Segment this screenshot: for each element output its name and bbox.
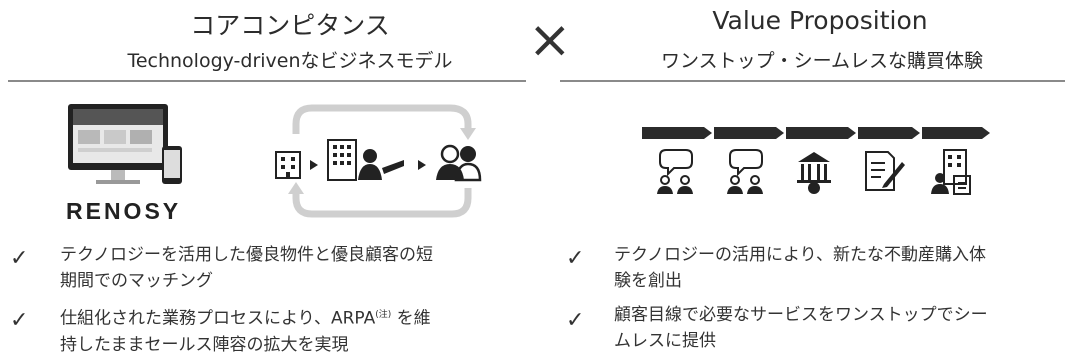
right-title: Value Proposition — [712, 6, 928, 35]
office-handshake-icon — [327, 139, 404, 181]
left-bullet-2: 仕組化された業務プロセスにより、ARPA(注) を維 持したままセールス陣容の拡… — [60, 302, 530, 358]
right-bullet-2-line1: 顧客目線で必要なサービスをワンストップでシー — [614, 305, 988, 325]
renosy-logo: RENOSY — [66, 198, 182, 224]
left-title: コアコンピタンス — [190, 11, 390, 40]
left-bullet-2-line2: 持したままセールス陣容の拡大を実現 — [60, 334, 349, 355]
right-bullet-1-line1: テクノロジーの活用により、新たな不動産購入体 — [614, 245, 986, 265]
left-subtitle: Technology-drivenなビジネスモデル — [127, 50, 453, 72]
consult-icon — [727, 149, 763, 194]
check-mark-icon: ✓ — [566, 246, 585, 271]
contract-icon — [865, 151, 905, 191]
apartment-icon — [931, 149, 971, 195]
right-subtitle: ワンストップ・シームレスな購買体験 — [660, 50, 984, 72]
process-arrow-bar — [642, 127, 990, 139]
cross-separator: × — [528, 10, 572, 70]
monitor-phone-icon — [68, 104, 182, 184]
footnote-marker: (注) — [375, 310, 392, 320]
arrow-right-icon — [418, 160, 426, 170]
left-divider — [8, 80, 526, 82]
right-bullet-2-line2: ムレスに提供 — [614, 331, 716, 351]
right-divider — [560, 80, 1065, 82]
arrow-right-icon — [310, 160, 318, 170]
left-bullet-2-line1-end: を維 — [396, 308, 431, 329]
bank-icon — [797, 152, 831, 194]
building-icon — [275, 151, 301, 179]
check-mark-icon: ✓ — [10, 308, 29, 333]
left-bullet-2-line1-text: 仕組化された業務プロセスにより、ARPA — [60, 308, 376, 329]
left-bullet-1: テクノロジーを活用した優良物件と優良顧客の短 期間でのマッチング — [60, 242, 530, 294]
left-bullet-2-line1: 仕組化された業務プロセスにより、ARPA(注) を維 — [60, 302, 530, 332]
right-bullet-1: テクノロジーの活用により、新たな不動産購入体 験を創出 — [614, 242, 1064, 294]
customer-icon — [436, 144, 482, 182]
check-mark-icon: ✓ — [566, 308, 585, 333]
left-bullet-1-line2: 期間でのマッチング — [60, 271, 213, 291]
left-bullet-1-line1: テクノロジーを活用した優良物件と優良顧客の短 — [60, 245, 433, 265]
right-bullet-1-line2: 験を創出 — [614, 271, 682, 291]
right-bullet-2: 顧客目線で必要なサービスをワンストップでシー ムレスに提供 — [614, 302, 1064, 354]
check-mark-icon: ✓ — [10, 246, 29, 271]
flow-cycle-diagram — [288, 104, 476, 218]
consult-icon — [657, 149, 693, 194]
